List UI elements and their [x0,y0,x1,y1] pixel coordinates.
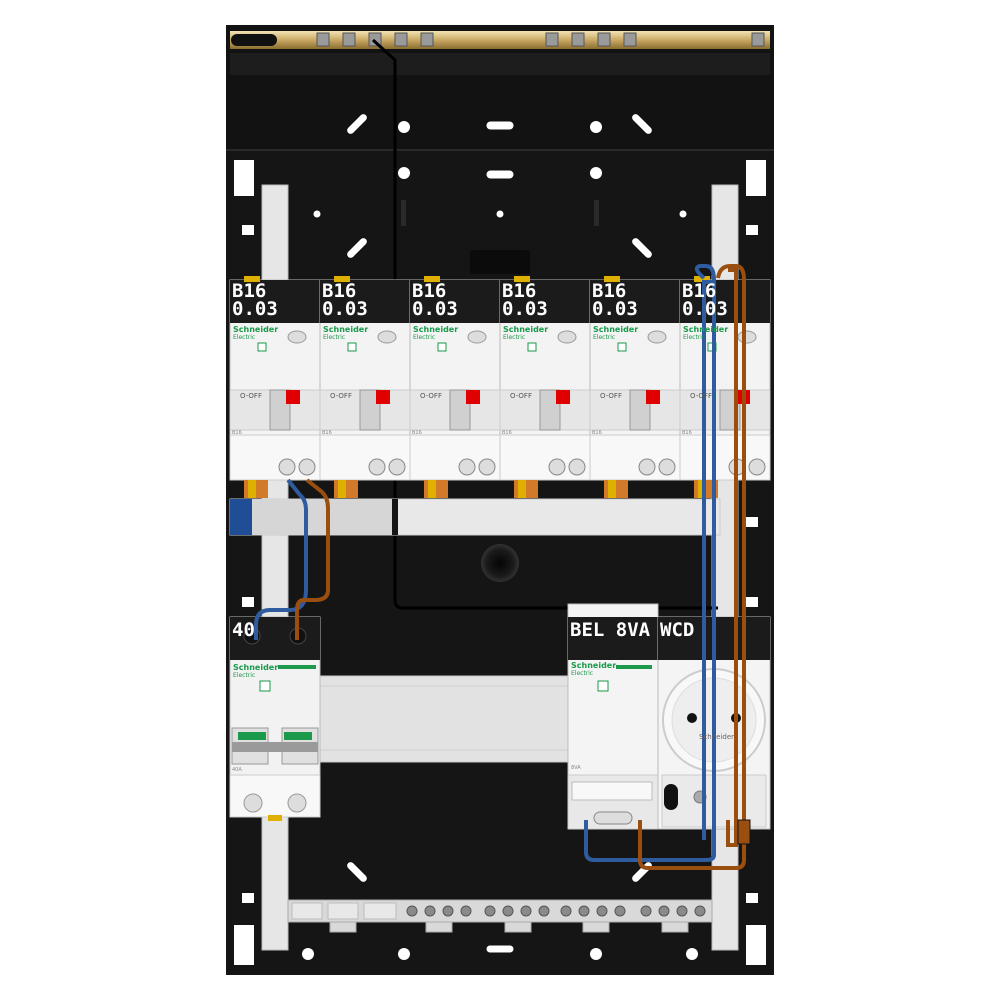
rcbo-rating-label: B16 [322,280,357,302]
rcbo-off-label: O-OFF [330,392,352,400]
rcbo-brand-sub: Electric [683,334,706,341]
rcbo-brand-name: Schneider [593,325,639,334]
rcbo-module-3 [409,276,501,498]
rcbo-brand-sub: Electric [323,334,346,341]
wire-terminal-block [737,819,751,845]
comb-busbar-gap [392,499,398,535]
bell-transformer-brand-name: Schneider [571,661,617,670]
screw-holes [242,121,758,960]
center-block [470,250,530,274]
brass-bus-bar [230,31,770,49]
rcbo-rating-label: B16 [232,280,267,302]
mounting-slots [346,113,653,954]
bell-transformer [567,603,659,830]
rcbo-module-2 [319,276,411,498]
neutral-wire-left [254,478,308,640]
rcbo-code-label: B16 [412,430,422,436]
rcbo-sensitivity-label: 0.03 [232,298,278,320]
rcbo-rating-label: B16 [412,280,447,302]
trip-indicator [286,390,300,404]
control-wire [371,38,718,610]
rcbo-breakers [229,276,771,498]
main-switch-brand-name: Schneider [233,663,279,672]
slot-left [401,200,406,226]
terminal-screws [406,905,706,917]
comb-busbar-end-blue [230,499,252,535]
rcbo-sensitivity-label: 0.03 [592,298,638,320]
bell-transformer-label: BEL 8VA [570,619,651,641]
rcbo-brand-name: Schneider [413,325,459,334]
rcbo-module-1 [229,276,321,498]
neutral-wire-right [584,264,716,862]
rcbo-off-label: O-OFF [600,392,622,400]
rcbo-brand-sub: Electric [413,334,436,341]
rcbo-sensitivity-label: 0.03 [682,298,728,320]
phase-wire-right [638,264,746,870]
rcbo-sensitivity-label: 0.03 [322,298,368,320]
rcbo-code-label: B16 [502,430,512,436]
trip-indicator [556,390,570,404]
rcbo-module-5 [589,276,681,498]
rcbo-brand-name: Schneider [683,325,729,334]
socket-brand: Schneider [699,733,735,741]
cable-grommet [481,544,519,582]
rcbo-off-label: O-OFF [690,392,712,400]
rcbo-code-label: B16 [682,430,692,436]
corner-notches [234,160,766,965]
main-switch-brand-sub: Electric [233,672,256,679]
top-divider [226,149,774,151]
rcbo-rating-label: B16 [682,280,717,302]
trip-indicator [466,390,480,404]
rcbo-brand-sub: Electric [233,334,256,341]
main-switch-label: 40 [232,619,255,641]
trip-indicator [376,390,390,404]
rcbo-off-label: O-OFF [510,392,532,400]
rcbo-rating-label: B16 [592,280,627,302]
rcbo-module-4 [499,276,591,498]
rcbo-brand-name: Schneider [503,325,549,334]
main-switch-rating: 40A [232,767,242,773]
slot-right [594,200,599,226]
rcbo-brand-name: Schneider [323,325,369,334]
rcbo-brand-sub: Electric [593,334,616,341]
din-rail-middle [317,675,571,763]
rcbo-rating-label: B16 [502,280,537,302]
phase-wire-left [295,478,330,640]
rcbo-brand-sub: Electric [503,334,526,341]
main-switch [229,616,321,821]
rcbo-off-label: O-OFF [240,392,262,400]
rcbo-brand-name: Schneider [233,325,279,334]
socket-label: WCD [660,619,695,641]
phase-wire-right-2 [726,268,738,847]
bell-transformer-rating: 8VA [571,765,581,771]
trip-indicator [646,390,660,404]
bus-bar-shadow [230,53,770,75]
rcbo-sensitivity-label: 0.03 [502,298,548,320]
bell-transformer-brand-sub: Electric [571,670,594,677]
neutral-wire-right-2 [702,280,714,840]
bus-bar-end-cap [231,34,277,46]
rcbo-code-label: B16 [232,430,242,436]
rcbo-code-label: B16 [592,430,602,436]
rcbo-code-label: B16 [322,430,332,436]
rcbo-sensitivity-label: 0.03 [412,298,458,320]
rcbo-off-label: O-OFF [420,392,442,400]
rcbo-module-6 [679,276,771,498]
comb-busbar-shade [250,499,392,535]
